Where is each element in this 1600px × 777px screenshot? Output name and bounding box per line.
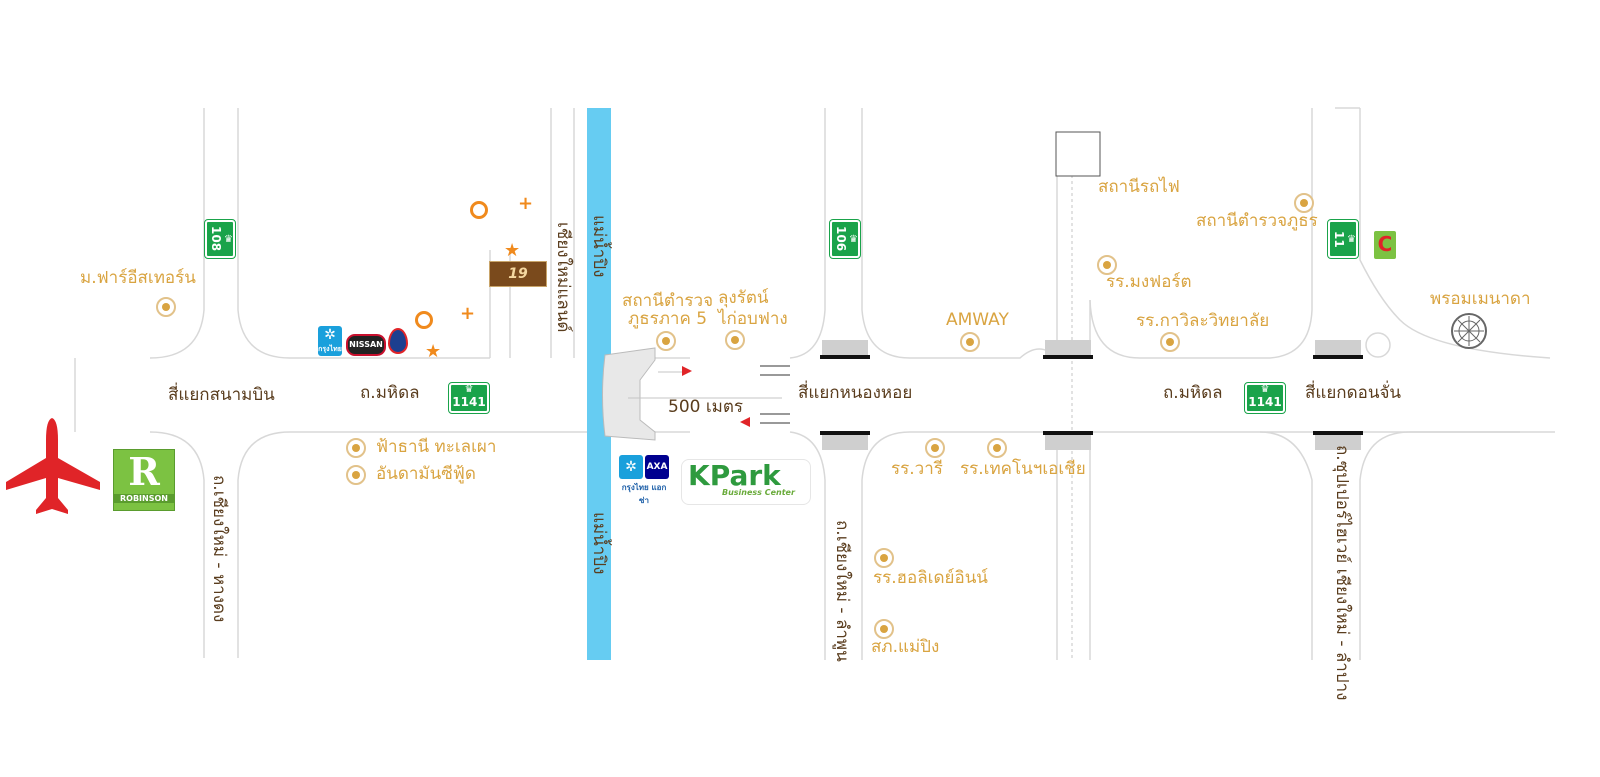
ktb-logo: ✲ กรุงไทย — [318, 326, 342, 356]
orange-plus-icon: + — [460, 303, 476, 324]
kpark-logo: KPark Business Center — [681, 459, 811, 505]
orange-star-icon: ★ — [504, 240, 521, 261]
place-police-station: สถานีตำรวจภูธร — [1196, 211, 1318, 231]
place-montfort: รร.มงฟอร์ต — [1106, 272, 1192, 292]
nissan-logo: NISSAN — [346, 334, 386, 356]
river-label-top: แม่น้ำปิง — [589, 215, 609, 278]
highway-shield-1141-right: ♛1141 — [1244, 382, 1286, 414]
road-super-highway: ถ.ซุปเปอร์ไฮเวย์ เชียงใหม่ - ลำปาง — [1332, 445, 1352, 701]
axa-icon: AXA — [645, 455, 669, 479]
place-marker — [874, 619, 894, 639]
ktb-bird-icon: ✲ — [324, 327, 336, 343]
place-marker — [874, 548, 894, 568]
place-marker — [1160, 332, 1180, 352]
intersection-sanam-bin: สี่แยกสนามบิน — [168, 385, 275, 405]
highway-shield-1141-left: ♛1141 — [448, 382, 490, 414]
place-mae-ping: สภ.แม่ปิง — [871, 637, 940, 657]
prom-menada-logo — [1451, 313, 1487, 349]
place-marker — [1294, 193, 1314, 213]
place-farm-eastern: ม.ฟาร์อีสเทอร์น — [80, 268, 196, 288]
place-holiday-inn: รร.ฮอลิเดย์อินน์ — [873, 568, 988, 588]
place-lung-rat-line2: ไก่อบฟาง — [718, 309, 788, 329]
road-mahidol-right: ถ.มหิดล — [1163, 383, 1223, 403]
place-fah-thani: ฟ้าธานี ทะเลเผา — [376, 437, 497, 457]
place-amway: AMWAY — [946, 310, 1009, 330]
distance-label: 500 เมตร — [668, 397, 744, 417]
ktb-axa-logo: ✲ AXA กรุงไทย แอกซ่า — [618, 455, 670, 505]
orange-ring-icon — [470, 201, 488, 219]
road-mahidol-left: ถ.มหิดล — [360, 383, 420, 403]
overpass-loop — [602, 347, 790, 441]
place-tech-asia: รร.เทคโนฯเอเชีย — [960, 459, 1086, 479]
highway-shield-108: ♛108 — [204, 219, 236, 259]
place-varee: รร.วารี — [891, 459, 943, 479]
sign-19-logo: 19 — [489, 261, 547, 287]
intersection-nong-hoi: สี่แยกหนองหอย — [798, 383, 913, 403]
place-marker — [925, 438, 945, 458]
chiang-mai-land-label: เชียงใหม่แลนด์ — [553, 222, 573, 333]
ktb-bird-icon: ✲ — [619, 455, 643, 479]
airplane-icon — [6, 418, 100, 514]
shield-crest-icon: ♛ — [1260, 384, 1270, 395]
place-police-region5-line1: สถานีตำรวจ — [622, 291, 714, 311]
shield-crest-icon: ♛ — [848, 233, 859, 245]
place-marker — [960, 332, 980, 352]
place-marker — [656, 331, 676, 351]
intersection-don-chan: สี่แยกดอนจั่น — [1305, 383, 1402, 403]
shield-crest-icon: ♛ — [1346, 233, 1357, 245]
place-kawila: รร.กาวิละวิทยาลัย — [1136, 311, 1270, 331]
highway-shield-106: ♛106 — [829, 219, 861, 259]
place-police-region5-line2: ภูธรภาค 5 — [628, 309, 708, 329]
place-lung-rat-line1: ลุงรัตน์ — [718, 288, 769, 308]
ptt-logo — [388, 328, 408, 354]
place-marker — [346, 438, 366, 458]
road-chiangmai-hangdong: ถ.เชียงใหม่ - หางดง — [209, 475, 229, 623]
place-marker — [1097, 255, 1117, 275]
place-marker — [725, 330, 745, 350]
place-train-station: สถานีรถไฟ — [1098, 177, 1180, 197]
place-andaman-seafood: อันดามันซีฟู้ด — [376, 464, 476, 484]
shield-crest-icon: ♛ — [223, 233, 234, 245]
overpass-markers — [820, 340, 1363, 450]
road-chiangmai-lamphun: ถ.เชียงใหม่ - ลำพูน — [832, 520, 852, 662]
place-marker — [346, 465, 366, 485]
place-prom-menada: พรอมเมนาดา — [1430, 289, 1531, 309]
river-label-bottom: แม่น้ำปิง — [589, 512, 609, 575]
train-station-icon — [1055, 131, 1101, 177]
place-marker — [156, 297, 176, 317]
shield-crest-icon: ♛ — [464, 384, 474, 395]
bigc-logo: C — [1374, 231, 1396, 259]
robinson-logo: R ROBINSON — [113, 449, 175, 511]
robinson-r-icon: R — [128, 449, 160, 494]
highway-shield-11: ♛11 — [1327, 219, 1359, 259]
orange-plus-icon: + — [518, 193, 534, 214]
orange-ring-icon — [415, 311, 433, 329]
orange-star-icon: ★ — [425, 341, 442, 362]
place-marker — [987, 438, 1007, 458]
